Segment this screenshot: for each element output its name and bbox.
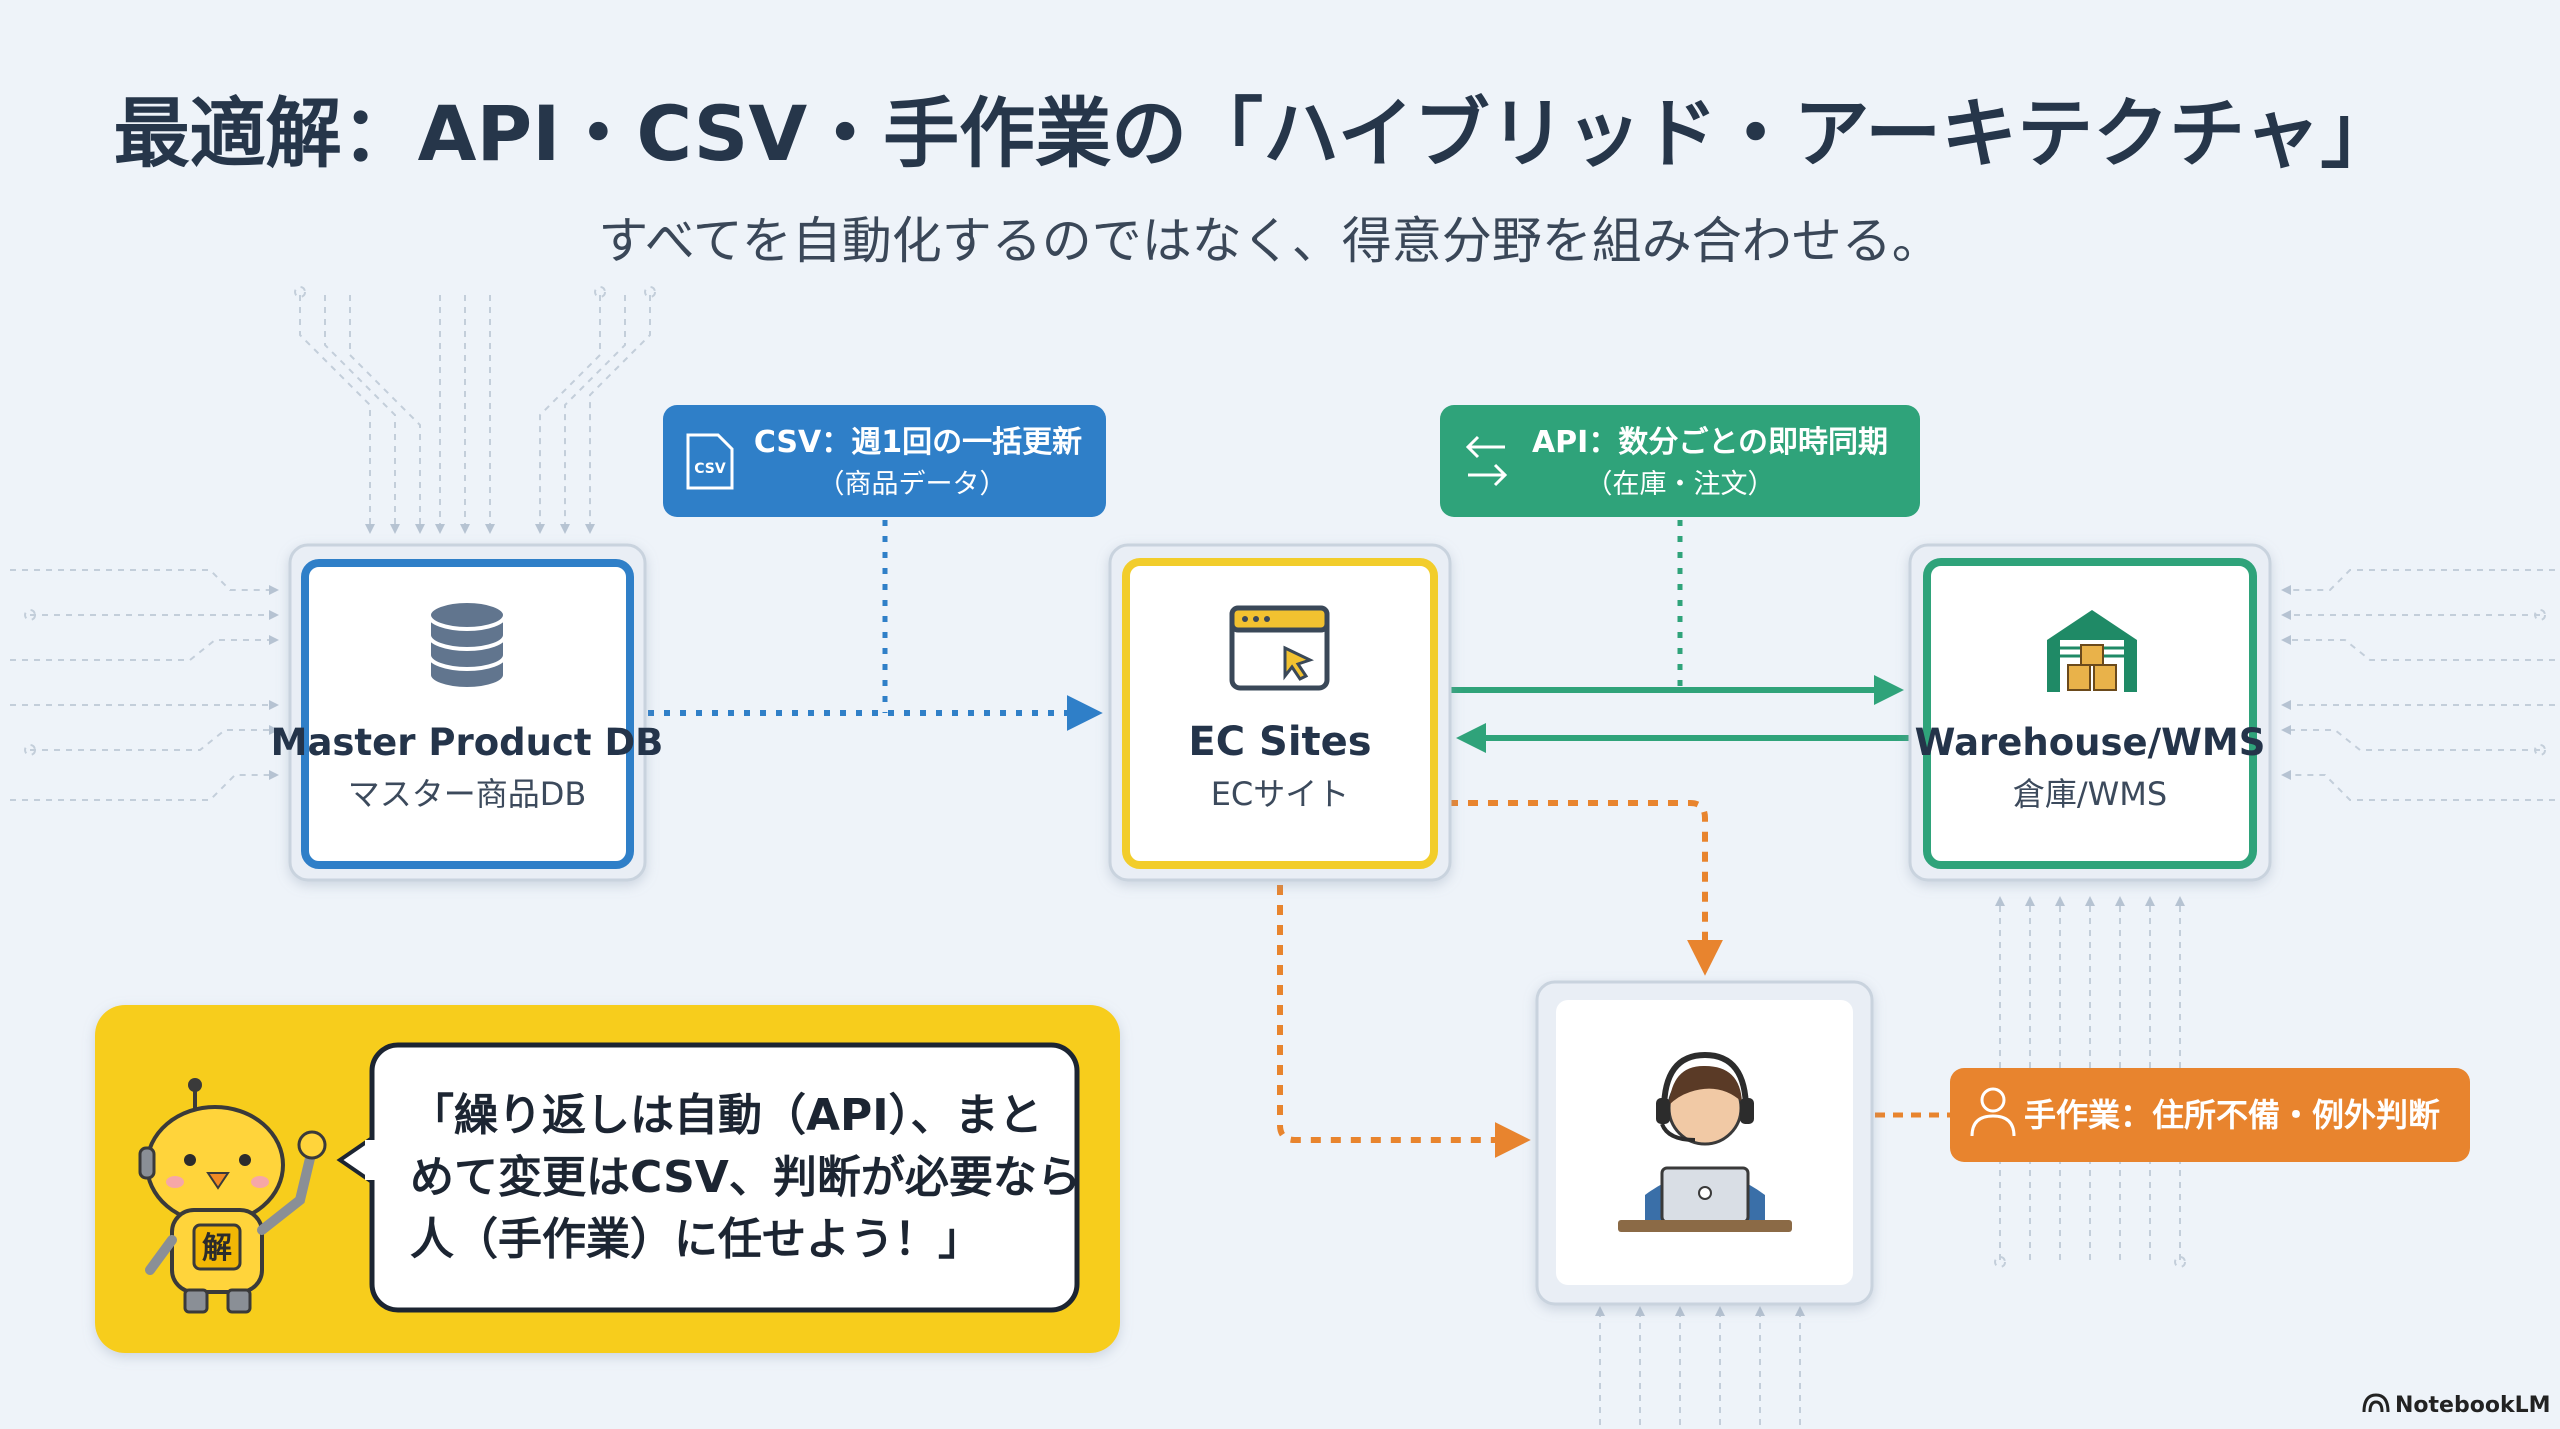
ec-sites-subtitle: ECサイト <box>1211 775 1350 813</box>
cursor-icon <box>1283 645 1314 681</box>
mascot-badge: 解 <box>202 1231 232 1266</box>
database-icon <box>427 599 507 691</box>
manual-tag-main: 手作業：住所不備・例外判断 <box>2024 1096 2440 1134</box>
ec-sites-node[interactable]: EC Sites ECサイト <box>1108 543 1452 882</box>
brand-name: NotebookLM <box>2395 1393 2550 1418</box>
ec-to-operator-arrow <box>1448 800 1723 976</box>
bubble-line-3: 人（手作業）に任せよう！」 <box>410 1214 982 1265</box>
api-tag-main: API：数分ごとの即時同期 <box>1532 425 1888 460</box>
csv-tag-main: CSV：週1回の一括更新 <box>754 425 1082 460</box>
bubble-line-1: 「繰り返しは自動（API）、まと <box>410 1090 1043 1141</box>
warehouse-icon <box>2047 610 2137 692</box>
api-tag: API：数分ごとの即時同期 （在庫・注文） <box>1440 405 1920 517</box>
csv-file-icon: CSV <box>686 433 734 490</box>
warehouse-wms-title: Warehouse/WMS <box>1915 721 2266 764</box>
master-product-db-node[interactable]: Master Product DB マスター商品DB <box>271 543 664 882</box>
callout-panel: 解 「繰り返しは自動（API）、まと めて変更はCSV、判断が必要なら 人（手作… <box>95 1005 1120 1353</box>
browser-window-icon <box>1229 605 1330 691</box>
csv-tag: CSV CSV：週1回の一括更新 （商品データ） <box>663 405 1106 517</box>
operator-node[interactable] <box>1535 980 1874 1306</box>
csv-tag-sub: （商品データ） <box>818 469 1007 500</box>
master-product-db-subtitle: マスター商品DB <box>348 775 587 813</box>
notebooklm-brand: NotebookLM <box>2362 1393 2550 1418</box>
person-icon <box>1970 1087 2016 1137</box>
master-product-db-title: Master Product DB <box>271 721 664 764</box>
operator-headset-icon <box>1618 1051 1792 1232</box>
robot-chick-mascot-icon: 解 <box>138 1078 327 1314</box>
bubble-line-2: めて変更はCSV、判断が必要なら <box>410 1152 1081 1203</box>
page-title: 最適解：API・CSV・手作業の「ハイブリッド・アーキテクチャ」 <box>114 89 2397 178</box>
notebooklm-logo-icon <box>2362 1393 2390 1413</box>
ec-sites-title: EC Sites <box>1188 719 1371 765</box>
csv-file-icon-label: CSV <box>694 461 726 477</box>
warehouse-wms-subtitle: 倉庫/WMS <box>2013 775 2167 813</box>
api-tag-sub: （在庫・注文） <box>1586 469 1775 500</box>
ec-to-operator-side-arrow <box>1277 885 1531 1158</box>
page-subtitle: すべてを自動化するのではなく、得意分野を組み合わせる。 <box>598 212 1942 270</box>
warehouse-wms-node[interactable]: Warehouse/WMS 倉庫/WMS <box>1908 543 2272 882</box>
sync-arrows-icon <box>1465 435 1508 487</box>
manual-tag: 手作業：住所不備・例外判断 <box>1950 1068 2470 1162</box>
